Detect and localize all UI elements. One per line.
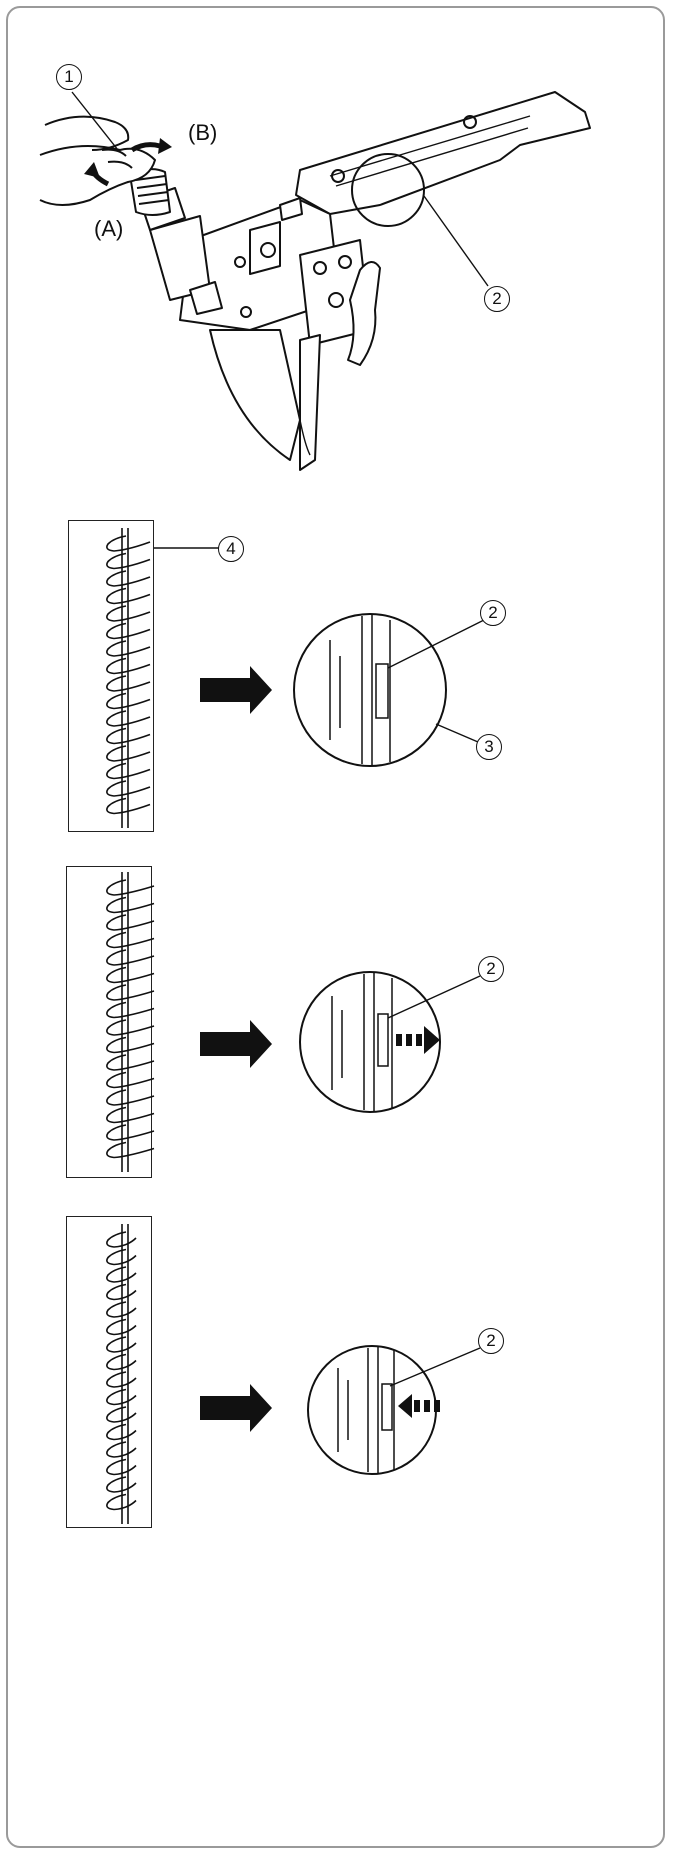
stitch-loop <box>106 745 151 762</box>
arrow-shift-right <box>396 1026 440 1054</box>
stitch-loop <box>106 1318 137 1336</box>
stitch-loop <box>106 622 151 640</box>
stitch-loop <box>106 1353 137 1371</box>
stitch-loop <box>106 1089 155 1106</box>
stitch-loop <box>106 1301 137 1318</box>
callout-finger-2: 2 <box>478 956 504 982</box>
callout-plate-1: 3 <box>476 734 502 760</box>
stitch-loop <box>106 1388 137 1406</box>
stitch-loop <box>106 1054 155 1071</box>
stitch-loop <box>106 710 151 727</box>
stitch-loop <box>106 1071 155 1089</box>
stitch-loop <box>106 692 151 710</box>
stitch-loop <box>106 914 155 931</box>
arrow-shift-left <box>398 1394 440 1418</box>
stitch-loop <box>106 1141 155 1159</box>
stitch-loop <box>106 587 151 605</box>
stitch-loop <box>106 535 151 552</box>
stitch-loop <box>106 1441 137 1458</box>
stitch-loop <box>106 1336 137 1353</box>
stitch-loop <box>106 1406 137 1423</box>
callout-swatch-1: 4 <box>218 536 244 562</box>
stitch-loop <box>106 780 151 797</box>
stitch-loop <box>106 640 151 657</box>
stitch-loop <box>106 570 151 587</box>
stitch-loop <box>106 1371 137 1388</box>
stitch-loop <box>106 605 151 622</box>
stitch-loop <box>106 1248 137 1266</box>
callout-finger-1: 2 <box>480 600 506 626</box>
stitch-loop <box>106 1493 137 1511</box>
stitch-loop <box>106 1283 137 1301</box>
stitch-loop <box>106 966 155 984</box>
detail-plate-2 <box>331 972 393 1112</box>
detail-plate-1 <box>329 614 391 766</box>
callout-finger-3: 2 <box>478 1328 504 1354</box>
machine-illustration <box>39 91 591 471</box>
stitch-loop <box>106 1106 155 1124</box>
stitch-loop <box>106 1458 137 1476</box>
stitch-loop <box>106 984 155 1001</box>
stitch-loop <box>106 657 151 675</box>
fabric-swatch-3 <box>66 1216 152 1528</box>
stitch-loop <box>106 1001 155 1019</box>
stitch-loop <box>106 762 151 780</box>
callout-stitch-finger: 2 <box>484 286 510 312</box>
stitch-loop <box>106 1423 137 1441</box>
stitch-loop <box>106 879 155 896</box>
detail-plate-3 <box>337 1346 395 1474</box>
callout-knob: 1 <box>56 64 82 90</box>
stitch-loop <box>106 931 155 949</box>
stitch-loop <box>106 1266 137 1283</box>
stitch-loop <box>106 1019 155 1036</box>
stitch-loop <box>106 727 151 745</box>
label-direction-b: (B) <box>188 120 218 145</box>
fabric-swatch-2 <box>66 866 152 1178</box>
label-direction-a: (A) <box>94 216 124 241</box>
stitch-loop <box>106 797 151 815</box>
stitch-loop <box>106 949 155 966</box>
stitch-loop <box>106 1231 137 1248</box>
fabric-swatch-1 <box>68 520 154 832</box>
stitch-loop <box>106 552 151 570</box>
stitch-loop <box>106 1036 155 1054</box>
stitch-loop <box>106 675 151 692</box>
stitch-loop <box>106 1124 155 1141</box>
stitch-loop <box>106 1476 137 1493</box>
stitch-loop <box>106 896 155 914</box>
